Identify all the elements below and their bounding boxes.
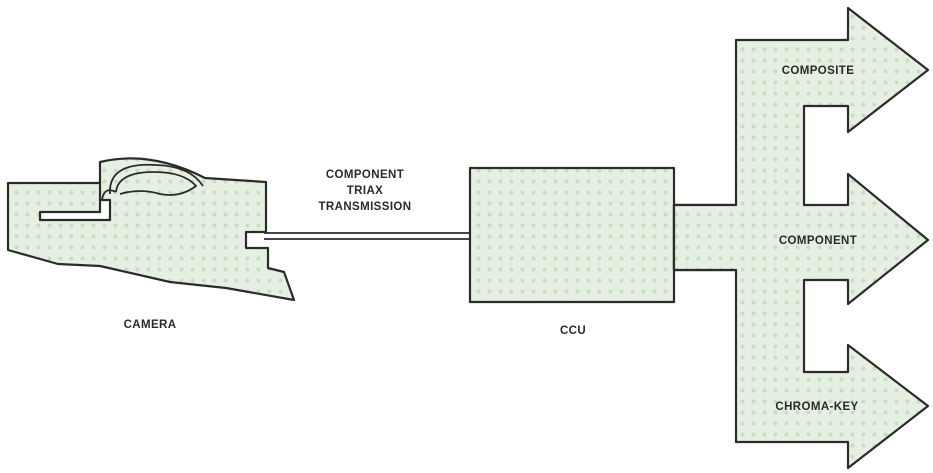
output-arrows [672,6,930,470]
camera-label: CAMERA [124,319,177,331]
transmission-label-line2: TRIAX [347,185,384,197]
ccu-box [468,166,676,304]
output-label-composite: COMPOSITE [782,65,855,77]
camera-icon [6,157,296,302]
transmission-label-line1: COMPONENT [326,169,404,181]
output-label-chroma-key: CHROMA-KEY [775,401,858,413]
ccu-label: CCU [560,325,586,337]
triax-cable [264,232,470,240]
output-label-component: COMPONENT [779,235,857,247]
transmission-label-line3: TRANSMISSION [319,201,412,213]
